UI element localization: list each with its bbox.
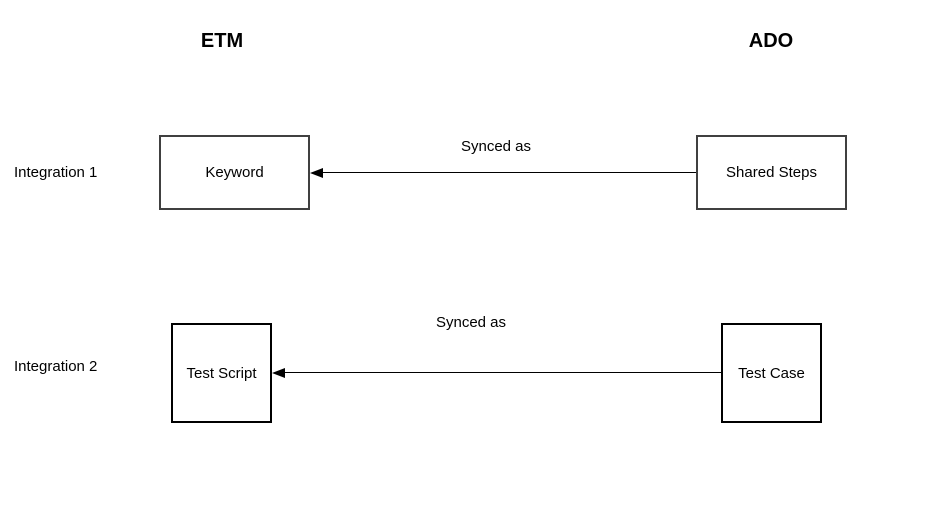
column-header-ado: ADO — [748, 30, 794, 52]
row-label-integration-1: Integration 1 — [14, 164, 98, 181]
edge-label-synced-as-1: Synced as — [460, 138, 532, 155]
edge-label-synced-as-2: Synced as — [435, 314, 507, 331]
sync-arrow-1-line — [321, 172, 696, 173]
node-test-script: Test Script — [171, 323, 272, 423]
arrowhead-left-icon — [310, 168, 323, 178]
row-label-integration-2: Integration 2 — [14, 358, 98, 375]
node-shared-steps: Shared Steps — [696, 135, 847, 210]
sync-arrow-2-line — [283, 372, 721, 373]
node-test-script-label: Test Script — [186, 364, 257, 382]
arrowhead-left-icon — [272, 368, 285, 378]
node-test-case: Test Case — [721, 323, 822, 423]
column-header-etm: ETM — [200, 30, 244, 52]
node-keyword-label: Keyword — [205, 164, 264, 181]
node-keyword: Keyword — [159, 135, 310, 210]
node-shared-steps-label: Shared Steps — [726, 164, 817, 181]
node-test-case-label: Test Case — [738, 364, 805, 382]
